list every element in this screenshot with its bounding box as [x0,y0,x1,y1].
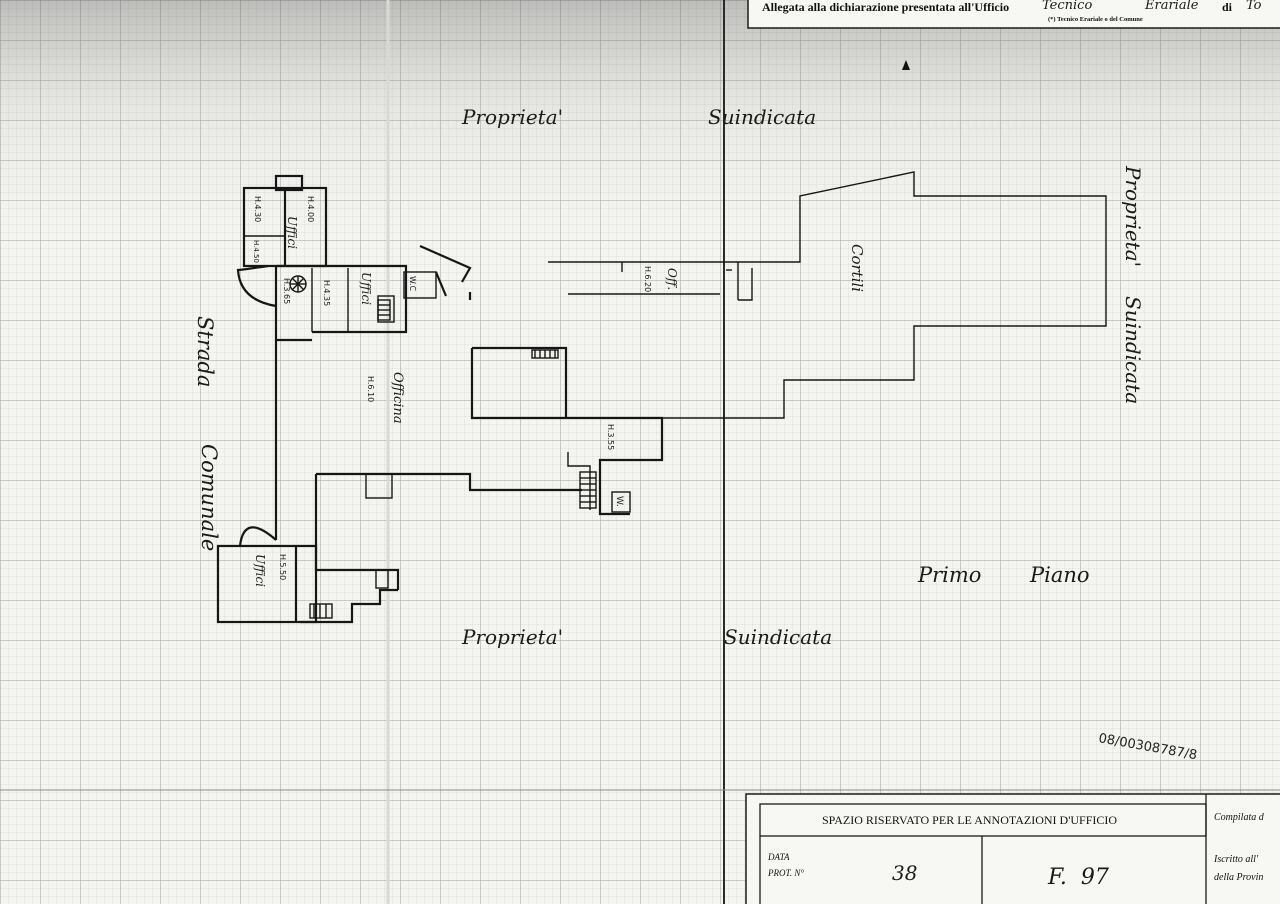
right-line-2: Iscritto all' [1213,854,1259,865]
height-h610: H.6.10 [366,376,375,402]
connector-text: di [1222,0,1233,14]
label-wc-1: W.C [408,276,417,292]
height-h550: H.5.50 [278,554,287,580]
label-primo: Primo [917,563,981,587]
label-officina: Officina [390,372,405,424]
label-uffici-mid: Uffici [359,272,373,305]
height-h400: H.4.00 [306,196,315,222]
height-h620: H.6.20 [643,266,652,292]
label-suindicata-top: Suindicata [708,105,816,129]
header-footnote: (*) Tecnico Erariale o del Comune [1048,16,1143,23]
header-box [747,0,1280,29]
prot-value: 38 [892,861,917,885]
office-box-title: SPAZIO RISERVATO PER LE ANNOTAZIONI D'UF… [822,813,1117,827]
label-uffici-bottom: Uffici [253,554,267,587]
height-h435: H.4.35 [322,280,331,306]
label-comunale: Comunale [197,444,221,551]
label-off: Off. [665,268,679,290]
label-piano: Piano [1029,563,1090,587]
right-line-3: della Provin [1214,872,1263,883]
label-strada: Strada [193,316,217,387]
height-h450: H.4.50 [252,240,260,263]
foglio-value: F. 97 [1047,865,1109,890]
label-uffici-top: Uffici [285,216,299,249]
trailing-text: To [1246,0,1262,13]
label-suindicata-bottom: Suindicata [724,625,832,649]
height-h355: H.3.55 [606,424,615,450]
height-h365: H.3.65 [282,278,291,304]
label-wc-2: W. [614,496,624,507]
office-handwritten: Tecnico [1042,0,1092,13]
label-proprieta-bottom: Proprieta' [461,625,563,649]
data-label: DATA [767,852,790,862]
office-annotation-box [745,793,1280,904]
prot-label: PROT. N° [767,868,804,878]
height-h430: H.4.30 [253,196,262,222]
label-proprieta-right: Proprieta' [1121,165,1145,267]
label-suindicata-right: Suindicata [1121,296,1145,404]
province-handwritten: Erariale [1144,0,1199,13]
right-line-1: Compilata d [1214,812,1265,823]
floor-plan-walls [216,60,1107,624]
declaration-text: Allegata alla dichiarazione presentata a… [762,0,1009,14]
label-proprieta-top: Proprieta' [461,105,563,129]
label-cortili: Cortili [848,244,866,292]
